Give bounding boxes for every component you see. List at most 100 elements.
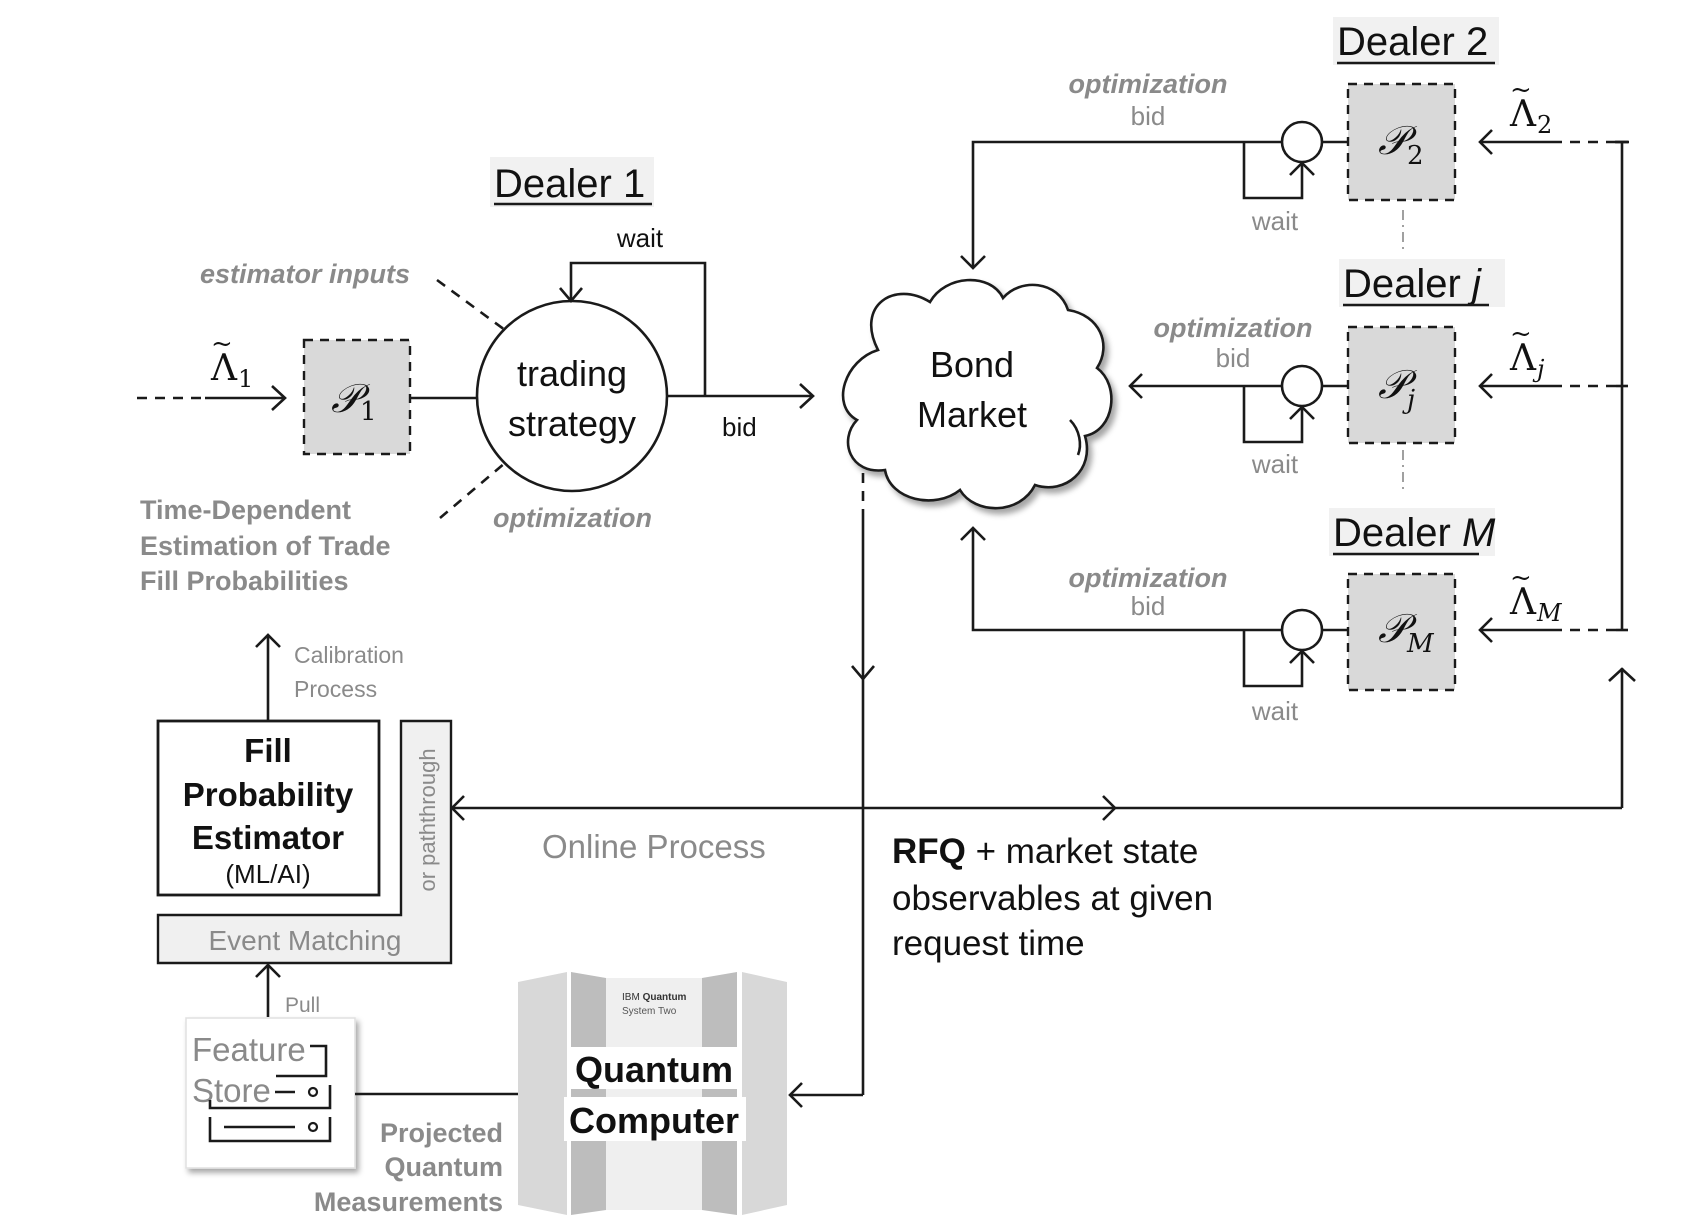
- server-icon-part: [208, 1085, 332, 1110]
- dealer-title-var: M: [1462, 511, 1496, 555]
- lambda-subscript: 2: [1537, 111, 1552, 139]
- quantum-computer: IBM Quantum System Two Quantum Computer: [518, 972, 787, 1215]
- decision-node: [1280, 120, 1324, 164]
- feature-store-card: [185, 1017, 356, 1169]
- lambda-1-label: Λ ~ 1: [210, 329, 253, 393]
- pull-label: Pull: [285, 994, 320, 1017]
- decision-node: [1280, 364, 1324, 408]
- arrow-head-icon: [255, 633, 281, 648]
- rfq-line-1-rest: + market state: [966, 832, 1198, 871]
- tilde-icon: ~: [1510, 75, 1532, 105]
- bid-label: bid: [1216, 343, 1251, 373]
- dealer-title: Dealer 2: [1337, 20, 1488, 64]
- strategy-line-1: trading: [517, 353, 627, 394]
- dealer-title-bg: [1333, 17, 1499, 65]
- projected-line-1: Projected: [380, 1118, 503, 1148]
- wait-label: wait: [1251, 206, 1299, 236]
- qc-line-1: Quantum: [575, 1049, 733, 1090]
- dealer-1-title: Dealer 1: [494, 162, 645, 206]
- arrow-head-icon: [1478, 373, 1493, 399]
- qc-label-bg-2: [564, 1097, 746, 1141]
- calibration-line-2: Process: [294, 676, 377, 702]
- projected-line-2: Quantum: [385, 1152, 504, 1182]
- lambda-1-subscript: 1: [238, 365, 253, 393]
- market-line-2: Market: [917, 394, 1027, 435]
- server-icon: [208, 1044, 332, 1143]
- estimator-line-4: (ML/AI): [225, 859, 310, 889]
- cloud-inner-arc: [1069, 419, 1082, 456]
- estimator-inputs-leader: [436, 278, 506, 332]
- estimator-line-2: Probability: [183, 776, 354, 813]
- event-matching-label: Event Matching: [209, 925, 402, 956]
- qc-right-inner-panel: [702, 972, 737, 1215]
- server-led-icon: [307, 1086, 319, 1098]
- dealer-title: Dealer M: [1333, 511, 1496, 555]
- p-subscript: 2: [1407, 141, 1424, 171]
- arrow-head-icon: [1478, 129, 1493, 155]
- optimization-label: optimization: [1069, 563, 1228, 593]
- decision-node: [1280, 608, 1324, 652]
- qc-model: System Two: [622, 1006, 677, 1017]
- arrow-head-icon: [799, 383, 815, 409]
- dealer-1-wait-loop: [569, 261, 707, 396]
- arrow-head-icon: [255, 963, 281, 978]
- lambda-symbol: Λ: [1509, 338, 1537, 379]
- wait-label: wait: [1251, 696, 1299, 726]
- bid-path: [971, 140, 1282, 268]
- server-led-icon: [307, 1121, 319, 1133]
- feature-store: Feature Store: [185, 1017, 356, 1169]
- dealer-1-wait-label: wait: [616, 223, 664, 253]
- estimator-line-3: Estimator: [192, 819, 344, 856]
- qc-line-2: Computer: [569, 1100, 739, 1141]
- wait-loop: [1242, 142, 1304, 200]
- trading-strategy-node: [475, 299, 669, 493]
- arrow-head-icon: [851, 665, 875, 682]
- market-line-1: Bond: [930, 344, 1014, 385]
- qc-brand-light: IBM: [622, 992, 643, 1003]
- p-subscript: M: [1406, 629, 1435, 659]
- dealer-title-bg: [1329, 508, 1495, 556]
- arrow-head-icon: [1608, 667, 1636, 682]
- estimator-inputs-label: estimator inputs: [200, 259, 410, 289]
- arrow-head-icon: [559, 287, 583, 304]
- optimization-label: optimization: [1069, 69, 1228, 99]
- rfq-description: RFQ + market state observables at given …: [892, 832, 1213, 963]
- estimator-line-1: Fill: [244, 732, 292, 769]
- estimator-group: Calibration Process Event Matching or pa…: [156, 633, 453, 1017]
- qc-right-panel: [742, 972, 787, 1215]
- server-icon-part: [208, 1117, 332, 1143]
- rfq-line-1: RFQ + market state: [892, 832, 1198, 871]
- lambda-1-symbol: Λ: [210, 348, 238, 389]
- optimization-leader: [439, 462, 506, 519]
- dealer-1-optimization-label: optimization: [493, 503, 652, 533]
- bid-label: bid: [1131, 101, 1166, 131]
- p-box: [1346, 82, 1457, 202]
- rfq-bold: RFQ: [892, 832, 966, 871]
- dealer-title-var: 2: [1466, 20, 1488, 64]
- lambda-subscript: M: [1536, 599, 1563, 627]
- lambda-symbol: Λ: [1509, 94, 1537, 135]
- feature-store-line-1: Feature: [192, 1031, 306, 1068]
- lambda-symbol: Λ: [1509, 582, 1537, 623]
- p1-subscript: 1: [360, 397, 377, 427]
- rfq-line-3: request time: [892, 924, 1085, 963]
- optimization-label: optimization: [1154, 313, 1313, 343]
- arrow-head-icon: [788, 1082, 803, 1108]
- tilde-icon: ~: [1510, 563, 1532, 593]
- p-box: [1346, 572, 1457, 692]
- strategy-line-2: strategy: [508, 403, 636, 444]
- wait-label: wait: [1251, 449, 1299, 479]
- tilde-icon: ~: [211, 329, 233, 359]
- rfq-line-2: observables at given: [892, 879, 1213, 918]
- feature-store-line-2: Store: [192, 1072, 271, 1109]
- wait-loop: [1242, 630, 1304, 688]
- caption-line-2: Estimation of Trade: [140, 531, 391, 561]
- qc-label-bg-1: [568, 1047, 738, 1089]
- dealer-1-bid-label: bid: [722, 412, 757, 442]
- projected-line-3: Measurements: [314, 1187, 503, 1217]
- dealer-title-bg: [1339, 259, 1505, 307]
